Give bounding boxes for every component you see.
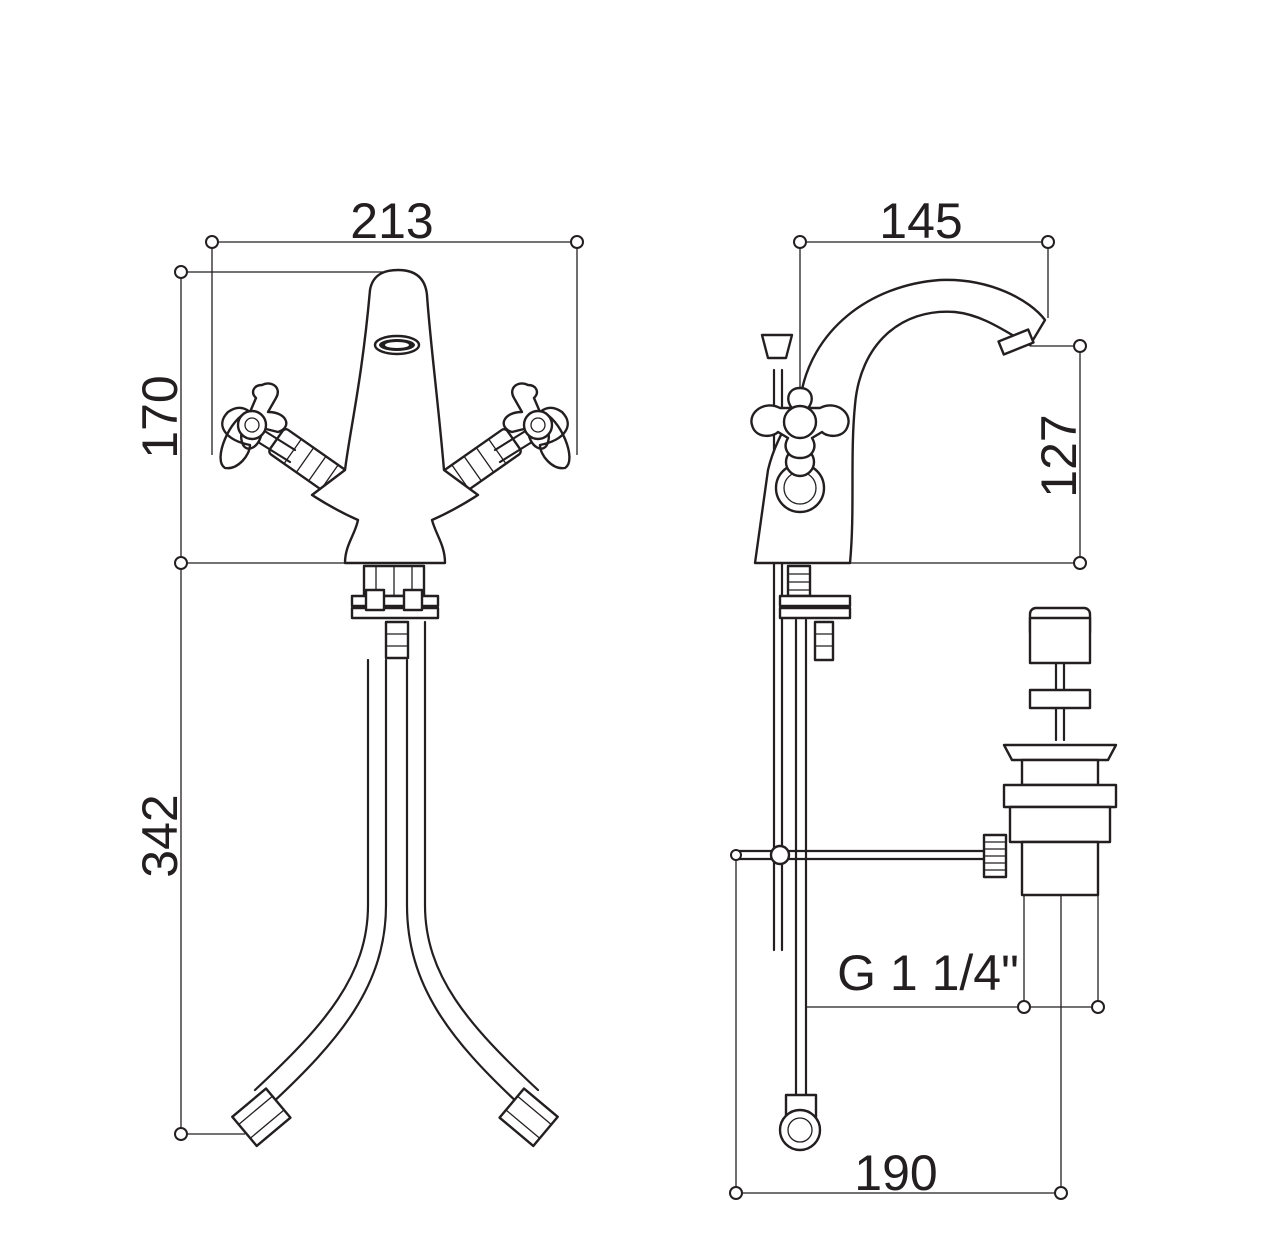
side-popup-waste <box>730 606 1118 897</box>
front-hoses <box>231 620 559 1148</box>
front-mounting-hardware <box>350 564 440 620</box>
front-width-label: 213 <box>350 193 433 249</box>
front-height-label: 170 <box>132 375 188 458</box>
side-width-label: 145 <box>879 193 962 249</box>
waste-reach-label: 190 <box>854 1145 937 1201</box>
front-view: 213 170 342 <box>132 193 584 1148</box>
side-view: 145 127 G 1 1/4" 190 <box>729 193 1118 1201</box>
side-dimension-lines <box>729 235 1105 1200</box>
drain-thread-label: G 1 1/4" <box>837 945 1019 1001</box>
side-mounting-hardware <box>778 564 852 620</box>
front-body <box>310 268 480 565</box>
side-body <box>753 278 1047 565</box>
front-hose-length-label: 342 <box>132 794 188 877</box>
front-dimension-lines <box>174 235 584 1141</box>
side-handle <box>750 386 850 514</box>
spout-height-label: 127 <box>1031 414 1087 497</box>
